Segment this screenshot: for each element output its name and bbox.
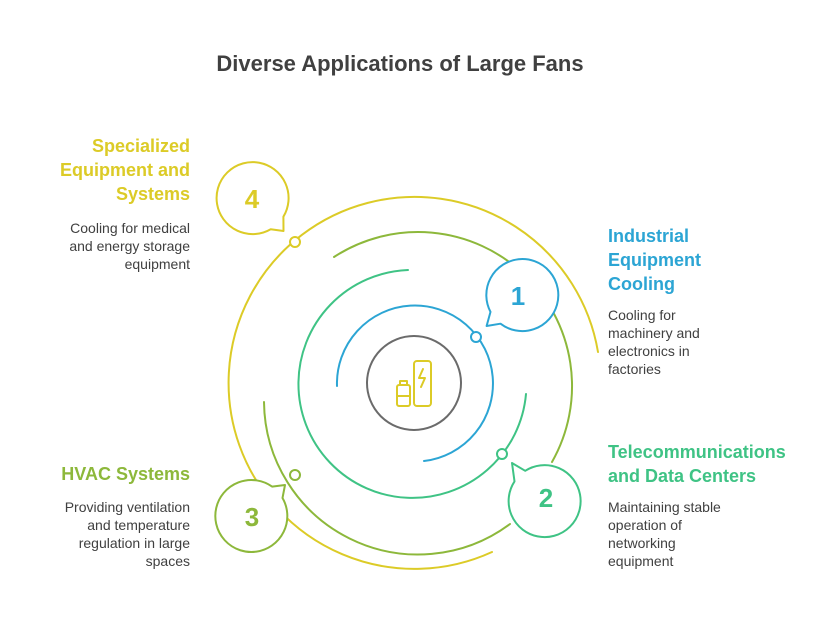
description-line: equipment	[608, 553, 674, 569]
item-description-specialized: Cooling for medical and energy storage e…	[20, 219, 190, 273]
heading-line: Specialized	[91, 136, 190, 156]
ring-green	[297, 269, 527, 499]
number-1: 1	[511, 281, 525, 311]
description-line: factories	[608, 361, 661, 377]
description-line: Maintaining stable	[608, 499, 721, 515]
description-line: operation of	[608, 517, 682, 533]
item-description-telecom: Maintaining stable operation of networki…	[608, 498, 721, 570]
item-heading-industrial: Industrial Equipment Cooling	[608, 224, 701, 296]
heading-line: Cooling	[608, 274, 675, 294]
description-line: machinery and	[608, 325, 700, 341]
heading-line: and Data Centers	[608, 466, 757, 486]
number-2: 2	[539, 483, 553, 513]
number-3: 3	[245, 502, 259, 532]
item-heading-telecom: Telecommunications and Data Centers	[608, 440, 786, 488]
item-description-industrial: Cooling for machinery and electronics in…	[608, 306, 700, 378]
item-heading-specialized: Specialized Equipment and Systems	[20, 134, 190, 206]
number-bubble-1	[485, 258, 560, 333]
ring-blue	[335, 304, 494, 462]
heading-line: Systems	[115, 184, 190, 204]
heading-line: Equipment	[608, 250, 701, 270]
description-line: and temperature	[87, 517, 190, 533]
heading-line: Industrial	[608, 226, 690, 246]
description-line: Providing ventilation	[64, 499, 190, 515]
item-description-hvac: Providing ventilation and temperature re…	[20, 498, 190, 570]
heading-line: HVAC Systems	[61, 464, 190, 484]
number-4: 4	[245, 184, 260, 214]
number-bubble-3	[214, 479, 289, 553]
connector-dot-1	[470, 331, 482, 343]
description-line: regulation in large	[78, 535, 190, 551]
page-title: Diverse Applications of Large Fans	[216, 51, 584, 76]
connector-dot-2	[496, 448, 508, 460]
battery-charging-icon	[396, 360, 432, 407]
item-heading-hvac: HVAC Systems	[20, 462, 190, 486]
description-line: networking	[608, 535, 676, 551]
number-bubble-2	[507, 462, 582, 539]
description-line: Cooling for medical	[70, 220, 190, 236]
heading-line: Telecommunications	[608, 442, 786, 462]
description-line: spaces	[145, 553, 190, 569]
description-line: equipment	[124, 256, 190, 272]
ring-yellow	[227, 195, 599, 570]
description-line: electronics in	[608, 343, 690, 359]
heading-line: Equipment and	[60, 160, 190, 180]
connector-dot-3	[289, 469, 301, 481]
description-line: and energy storage	[69, 238, 190, 254]
connector-dot-4	[289, 236, 301, 248]
number-bubble-4	[215, 161, 290, 236]
description-line: Cooling for	[608, 307, 676, 323]
